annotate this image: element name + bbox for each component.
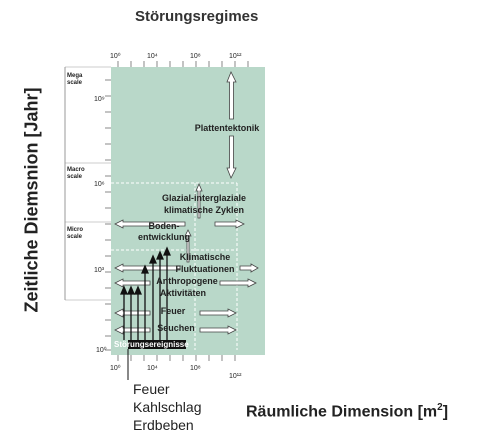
climate-arrow-right — [239, 263, 259, 273]
fire-label: Feuer — [161, 306, 186, 316]
plate-arrow-down — [226, 135, 237, 179]
x-tick-top-2: 10⁴ — [147, 53, 158, 60]
glacial-arrow-right — [214, 219, 245, 229]
x-axis-title: Räumliche Dimension [m2] — [246, 402, 449, 421]
glacial-arrow-up — [195, 182, 203, 219]
scale-micro-line2: scale — [67, 234, 83, 240]
climate-arrow-left — [114, 263, 181, 273]
x-tick-bottom-3: 10⁸ — [190, 365, 201, 372]
plot-area — [111, 67, 265, 355]
y-tick-2: 10⁶ — [94, 181, 105, 188]
scale-micro-line1: Micro — [67, 227, 83, 233]
x-tick-bottom-2: 10⁴ — [147, 365, 158, 372]
scale-macro-line1: Macro — [67, 167, 85, 173]
disturbance-bar — [128, 340, 186, 349]
x-axis-title-text: Räumliche Dimension [m — [246, 403, 438, 421]
x-axis-title-exponent: 2 — [437, 402, 443, 413]
disturbance-label: Störungsereignisse — [114, 340, 189, 349]
x-tick-bottom-4: 10¹² — [229, 373, 242, 380]
event-label-3: Erdbeben — [133, 417, 194, 433]
soil-label-1: Boden- — [149, 221, 180, 231]
x-tick-bottom-1: 10⁰ — [110, 364, 121, 372]
x-minor-ticks — [117, 61, 249, 361]
anthro-arrow-right — [219, 278, 257, 288]
epidemics-arrow-right — [199, 325, 237, 335]
dashed-guides — [111, 182, 238, 350]
y-tick-4: 10⁰ — [96, 346, 107, 354]
x-tick-top-4: 10¹² — [229, 53, 242, 60]
y-minor-ticks — [105, 79, 111, 351]
event-label-1: Feuer — [133, 381, 170, 397]
scale-mega-line2: scale — [67, 80, 83, 86]
soil-arrow-left — [114, 219, 186, 229]
glacial-label-2: klimatische Zyklen — [164, 205, 244, 215]
climate-label-2: Fluktuationen — [176, 264, 235, 274]
soil-label-2: entwicklung — [138, 232, 190, 242]
event-arrows — [120, 246, 171, 340]
anthro-label-1: Anthropogene — [156, 276, 218, 286]
anthro-arrow-left — [114, 278, 151, 288]
climate-label-1: Klimatische — [180, 252, 231, 262]
y-tick-1: 10⁹ — [94, 96, 105, 103]
plate-tectonics-label: Plattentektonik — [195, 123, 261, 133]
scale-mega-line1: Mega — [67, 73, 83, 79]
fire-arrow-right — [199, 308, 237, 318]
x-tick-top-1: 10⁰ — [110, 52, 121, 60]
anthro-label-2: Aktivitäten — [160, 288, 206, 298]
x-tick-top-3: 10⁸ — [190, 53, 201, 60]
y-tick-3: 10³ — [94, 267, 105, 274]
epidemics-label: Seuchen — [157, 323, 195, 333]
diagram-title: Störungsregimes — [135, 8, 259, 25]
scale-macro-line2: scale — [67, 174, 83, 180]
plate-arrow-up — [226, 71, 237, 120]
event-label-2: Kahlschlag — [133, 399, 202, 415]
glacial-label-1: Glazial-interglaziale — [162, 193, 246, 203]
soil-arrow-up — [184, 229, 192, 263]
